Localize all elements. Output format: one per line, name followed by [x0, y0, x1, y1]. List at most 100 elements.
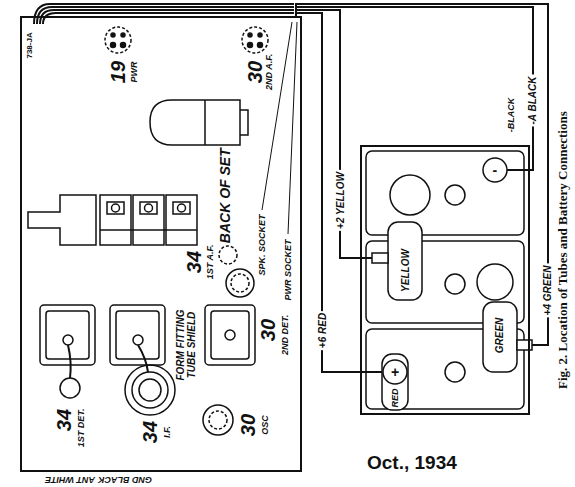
trimmer-screw-plate	[140, 202, 157, 214]
socket-pin	[111, 43, 116, 48]
figure-caption: Fig. 2. Location of Tubes and Battery Co…	[556, 111, 570, 389]
wire-label: +2 YELLOW	[334, 170, 345, 231]
cell-cap	[390, 175, 430, 215]
lead-label: GND BLACK	[98, 474, 152, 484]
tube-type: 30	[244, 61, 266, 83]
grid-lead-wire	[68, 345, 71, 378]
plug-detail	[205, 100, 248, 145]
tube-socket	[226, 269, 254, 297]
battery-illustration	[366, 151, 532, 410]
grid-lead	[225, 330, 235, 340]
tube-socket	[219, 246, 237, 264]
socket-pin	[258, 43, 263, 48]
leader-line	[288, 22, 297, 234]
socket-pin	[248, 43, 253, 48]
tube-socket	[209, 411, 227, 429]
negative-terminal	[483, 158, 507, 182]
tube-type: 34	[183, 251, 205, 273]
strap-color: RED	[390, 388, 400, 407]
cell-vent	[445, 274, 465, 294]
trimmer-screw-plate	[107, 202, 124, 214]
socket-pin	[121, 43, 126, 48]
battery-box: YELLOW GREEN RED + -	[360, 145, 530, 415]
terminal-clip	[372, 253, 388, 263]
socket-label: SPK. SOCKET	[257, 214, 267, 275]
grid-lead	[63, 335, 73, 345]
tube-type: 30	[237, 414, 259, 436]
socket-pin	[248, 33, 252, 37]
yellow-strap	[388, 222, 422, 300]
plug-body	[150, 100, 240, 145]
tube-socket	[139, 379, 161, 401]
tube-type: 34	[53, 409, 75, 431]
trimmer	[166, 195, 197, 245]
tube-socket	[203, 405, 233, 435]
back-socket-plug	[150, 100, 248, 145]
tube-type: 19	[107, 61, 129, 83]
terminal-sign: -	[493, 163, 498, 178]
cable-wire	[43, 13, 294, 24]
coil-shield-inner	[211, 311, 249, 359]
tube-function: PWR	[129, 61, 139, 82]
coil-shield	[110, 305, 165, 365]
tube-type: 30	[257, 319, 279, 341]
cell-cap	[477, 264, 513, 300]
tube-function: OSC	[261, 415, 271, 435]
tube-socket	[242, 27, 268, 53]
wire-color: -BLACK	[507, 98, 517, 133]
socket-label: PWR SOCKET	[283, 239, 293, 300]
tube-socket	[60, 378, 80, 398]
coil-shield-inner	[46, 311, 89, 359]
lead-label: ANT WHITE	[45, 474, 95, 484]
trimmer-line	[100, 229, 197, 231]
trimmer	[100, 195, 131, 245]
tube-shield	[125, 365, 175, 415]
wire-label: +6 RED	[317, 310, 328, 349]
strap-color: YELLOW	[399, 249, 410, 292]
green-strap	[483, 302, 517, 372]
red-strap	[382, 354, 408, 410]
trimmer-block	[28, 195, 197, 245]
tube-type: 34	[139, 421, 161, 443]
tube-socket	[105, 27, 131, 53]
cell-vent	[445, 185, 465, 205]
trimmer-screw	[145, 204, 153, 212]
model-number: 738-JA	[26, 32, 35, 58]
socket-pin	[258, 33, 262, 37]
location-note: BACK OF SET	[217, 148, 232, 243]
tube-function: 1ST A.F.	[206, 245, 216, 280]
wire-label: +4 GREEN	[542, 263, 553, 317]
bracket	[28, 195, 96, 245]
cell-vent	[445, 362, 465, 382]
coil-shield	[205, 305, 255, 365]
positive-terminal	[383, 360, 407, 384]
tube-function: 1ST DET.	[77, 409, 87, 448]
tube-function: 2ND DET.	[281, 315, 291, 355]
wire-label: -A BLACK	[527, 74, 538, 126]
battery-cell	[366, 151, 524, 235]
date-stamp: Oct., 1934	[367, 453, 457, 474]
grid-lead	[133, 335, 143, 345]
socket-pin	[111, 33, 115, 37]
tube-function: 2ND A.F.	[265, 54, 275, 90]
shield-cans	[40, 305, 255, 435]
coil-shield	[40, 305, 95, 365]
terminal-sign: +	[391, 365, 399, 380]
battery-wire	[296, 4, 548, 345]
shield-note: FORM FITTING TUBE SHIELD	[175, 303, 197, 387]
socket-pin	[121, 33, 125, 37]
tube-shield	[132, 372, 168, 408]
cable-bundle	[34, 4, 294, 24]
tube-sockets	[105, 27, 268, 297]
leader-lines	[262, 22, 297, 234]
tube-socket	[231, 274, 249, 292]
cable-wire	[34, 4, 294, 24]
trimmer-screw	[112, 204, 120, 212]
trimmer-screw-plate	[173, 202, 190, 214]
strap-color: GREEN	[494, 317, 505, 353]
coil-shield-inner	[116, 311, 159, 359]
trimmer-screw	[178, 204, 186, 212]
tube-function: I.F.	[163, 426, 173, 438]
trimmer	[133, 195, 164, 245]
leader-line	[262, 22, 292, 210]
